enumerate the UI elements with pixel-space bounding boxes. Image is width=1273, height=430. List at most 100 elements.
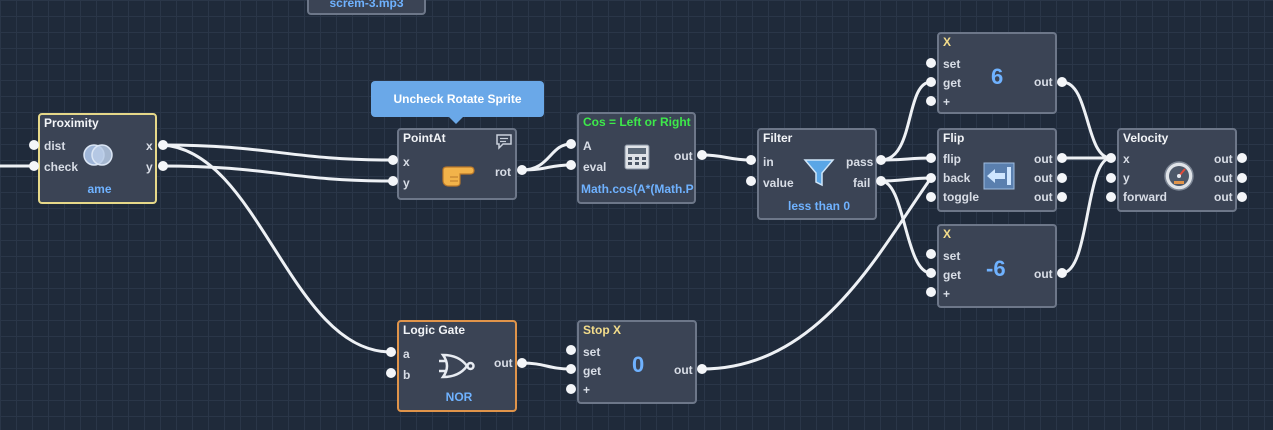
output-label-x: x: [146, 139, 153, 153]
input-label-plus: +: [943, 95, 951, 109]
output-label-y: y: [146, 160, 153, 174]
wire-pass-to-xpos-get: [879, 80, 933, 162]
port-stopx-out[interactable]: [697, 364, 707, 374]
node-title: Proximity: [44, 116, 99, 130]
port-xneg-set[interactable]: [926, 249, 936, 259]
port-xpos-plus[interactable]: [926, 96, 936, 106]
output-label-out-1: out: [1034, 152, 1053, 166]
output-label-pass: pass: [846, 155, 874, 169]
port-xpos-get[interactable]: [926, 77, 936, 87]
port-proximity-dist[interactable]: [29, 140, 39, 150]
calculator-icon: [624, 144, 650, 170]
input-label-flip: flip: [943, 152, 961, 166]
port-velocity-out-1[interactable]: [1237, 153, 1247, 163]
tooltip: Uncheck Rotate Sprite: [371, 81, 544, 124]
port-xneg-out[interactable]: [1057, 268, 1067, 278]
port-logic-a[interactable]: [386, 347, 396, 357]
output-label-fail: fail: [853, 176, 871, 190]
wire-fail-to-xneg-get: [879, 179, 933, 275]
port-flip-back[interactable]: [926, 173, 936, 183]
proximity-node[interactable]: Proximity dist check x y ame: [38, 113, 157, 204]
input-label-x: x: [403, 155, 410, 169]
port-velocity-y[interactable]: [1106, 173, 1116, 183]
x-positive-node[interactable]: X set get + out 6: [937, 32, 1057, 114]
port-filter-pass[interactable]: [876, 155, 886, 165]
input-label-set: set: [943, 249, 961, 263]
input-label-plus: +: [583, 383, 591, 397]
port-logic-b[interactable]: [386, 368, 396, 378]
port-pointat-x[interactable]: [388, 155, 398, 165]
port-flip-flip[interactable]: [926, 153, 936, 163]
port-stopx-set[interactable]: [566, 345, 576, 355]
velocity-node[interactable]: Velocity x y forward out out out: [1117, 128, 1237, 212]
node-title: Flip: [943, 131, 965, 145]
input-label-get: get: [943, 76, 961, 90]
cos-expression: Math.cos(A*(Math.P: [581, 182, 694, 196]
port-xpos-out[interactable]: [1057, 77, 1067, 87]
port-flip-out-1[interactable]: [1057, 153, 1067, 163]
node-title: Logic Gate: [403, 323, 466, 337]
nor-gate-icon: [439, 353, 475, 379]
comment-icon[interactable]: [495, 133, 513, 150]
output-label-out: out: [1034, 267, 1053, 281]
port-flip-out-3[interactable]: [1057, 192, 1067, 202]
input-label-check: check: [44, 160, 79, 174]
audio-file-chip[interactable]: screm-3.mp3: [307, 0, 426, 15]
wire-prox-x-to-pointat-x: [160, 143, 393, 162]
port-filter-fail[interactable]: [876, 176, 886, 186]
node-title: Filter: [763, 131, 793, 145]
stop-x-node[interactable]: Stop X set get + out 0: [577, 320, 697, 404]
port-velocity-x[interactable]: [1106, 153, 1116, 163]
port-flip-out-2[interactable]: [1057, 173, 1067, 183]
output-label-out-2: out: [1034, 171, 1053, 185]
port-flip-toggle[interactable]: [926, 192, 936, 202]
cos-node[interactable]: Cos = Left or Right A eval out Math.cos(…: [577, 112, 696, 204]
port-xneg-plus[interactable]: [926, 287, 936, 297]
port-velocity-forward[interactable]: [1106, 192, 1116, 202]
node-title: PointAt: [403, 131, 446, 145]
port-cos-out[interactable]: [697, 150, 707, 160]
port-proximity-x[interactable]: [158, 140, 168, 150]
input-label-plus: +: [943, 287, 951, 301]
output-label-out-2: out: [1214, 171, 1233, 185]
input-label-eval: eval: [583, 160, 607, 174]
filter-node[interactable]: Filter in value pass fail less than 0: [757, 128, 877, 220]
input-label-in: in: [763, 155, 774, 169]
wire-xneg-to-velocity-x: [1060, 156, 1113, 275]
input-label-set: set: [583, 345, 601, 359]
input-label-a: A: [583, 139, 592, 153]
funnel-icon: [803, 159, 835, 187]
node-title: Velocity: [1123, 131, 1169, 145]
input-label-x: x: [1123, 152, 1130, 166]
port-velocity-out-3[interactable]: [1237, 192, 1247, 202]
port-stopx-plus[interactable]: [566, 384, 576, 394]
filter-condition: less than 0: [787, 199, 851, 213]
port-cos-a[interactable]: [566, 139, 576, 149]
port-xpos-set[interactable]: [926, 58, 936, 68]
pointat-node[interactable]: PointAt x y rot: [397, 128, 517, 200]
wire-logic-out-to-stopx-get: [520, 361, 573, 371]
output-label-out-1: out: [1214, 152, 1233, 166]
input-label-value: value: [763, 176, 794, 190]
input-label-get: get: [943, 268, 961, 282]
wire-prox-y-to-pointat-y: [160, 164, 393, 183]
port-velocity-out-2[interactable]: [1237, 173, 1247, 183]
flip-node[interactable]: Flip flip back toggle out out out: [937, 128, 1057, 212]
port-stopx-get[interactable]: [566, 364, 576, 374]
port-xneg-get[interactable]: [926, 268, 936, 278]
wire-prox-x-to-logic-a: [160, 143, 393, 354]
logic-gate-node[interactable]: Logic Gate a b out NOR: [397, 320, 517, 412]
port-pointat-rot[interactable]: [517, 165, 527, 175]
port-pointat-y[interactable]: [388, 176, 398, 186]
port-filter-value[interactable]: [746, 176, 756, 186]
port-cos-eval[interactable]: [566, 160, 576, 170]
x-negative-node[interactable]: X set get + out -6: [937, 224, 1057, 308]
port-filter-in[interactable]: [746, 155, 756, 165]
output-label-out: out: [494, 356, 513, 370]
output-label-rot: rot: [495, 165, 511, 179]
wire-fail-to-back: [879, 176, 933, 183]
port-proximity-y[interactable]: [158, 161, 168, 171]
input-label-toggle: toggle: [943, 190, 979, 204]
port-logic-out[interactable]: [517, 358, 527, 368]
port-proximity-check[interactable]: [29, 161, 39, 171]
